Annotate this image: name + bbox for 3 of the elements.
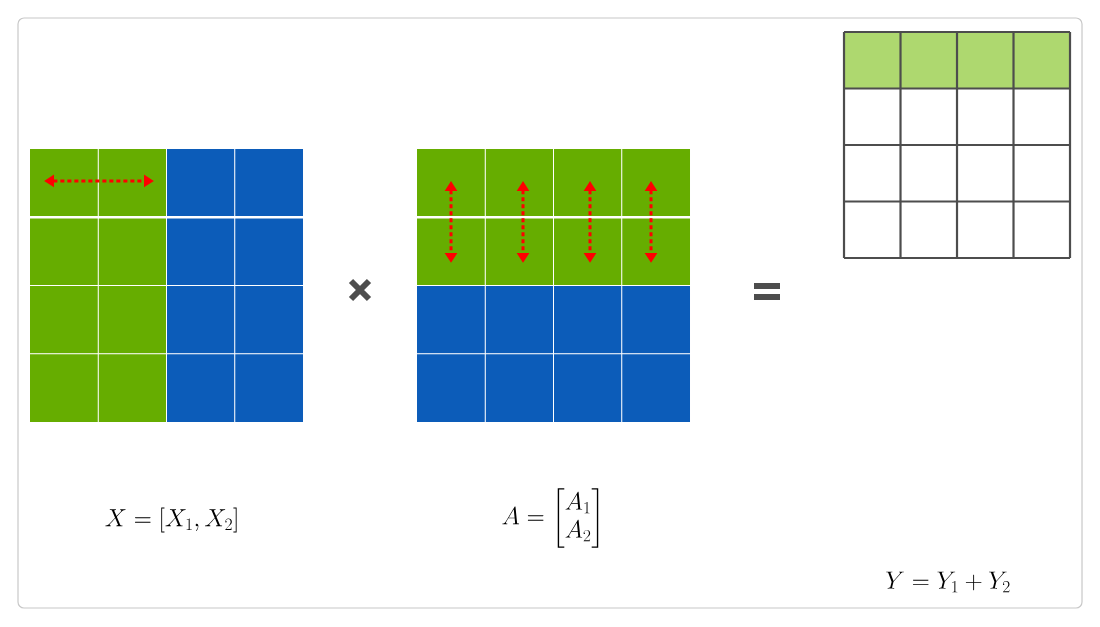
formula: $Y = Y_1 + Y_2$ xyxy=(886,571,1010,593)
formula: $A = \begin{bmatrix} A_1 \\ A_2 \end{bmatrix}$ xyxy=(502,488,599,548)
formula: $X = [X_1, X_2]$ xyxy=(105,507,237,533)
